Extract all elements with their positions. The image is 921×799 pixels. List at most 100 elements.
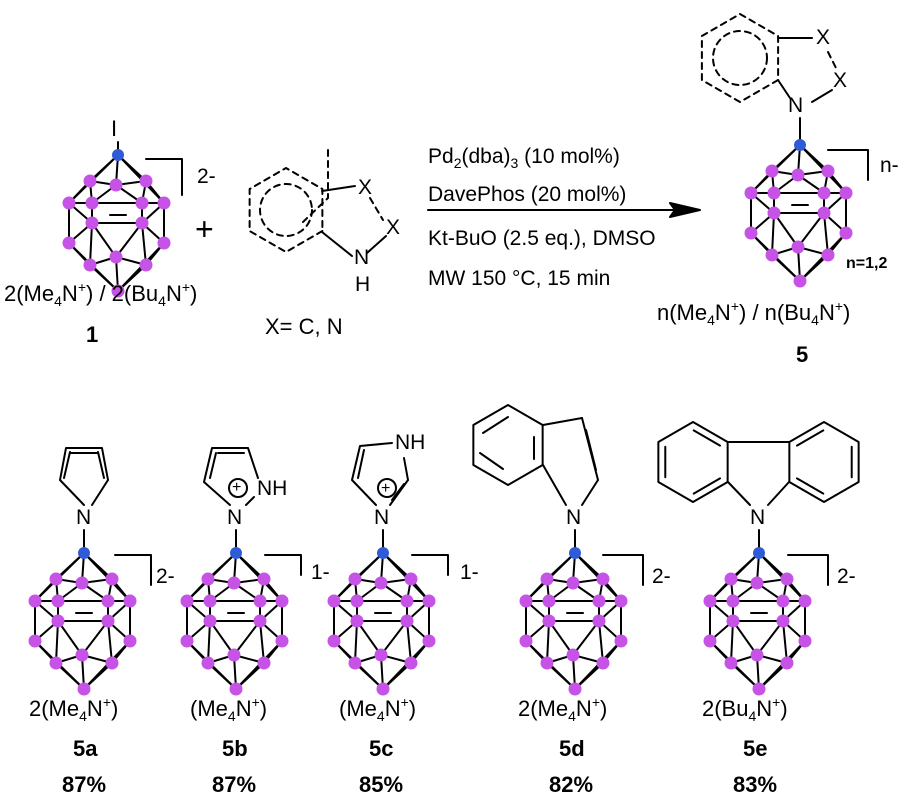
compound-5d-yield: 82% <box>549 772 593 797</box>
compound-5c-cage-edge <box>406 620 412 664</box>
compound-5e-carbon-vertex <box>753 547 765 559</box>
product-boron-vertex <box>839 186 853 200</box>
compound-5b-nh: NH <box>257 477 287 500</box>
reactant-boron-vertex <box>62 236 76 250</box>
compound-5b-boron-vertex <box>257 656 271 670</box>
reactant-boron-vertex <box>85 216 99 230</box>
compound-5b-boron-vertex <box>253 614 267 628</box>
compound-5b-cage-edge <box>209 620 235 656</box>
compound-5e-ring-bond <box>767 481 790 506</box>
reactant-cage-edge <box>115 222 143 258</box>
reactant-boron-vertex <box>83 174 97 188</box>
compound-5e-right-ring <box>788 421 860 503</box>
conditions-catalyst: Pd2(dba)3 (10 mol%) <box>428 145 620 171</box>
compound-5e-left-ring <box>657 421 729 503</box>
compound-5b-plus-circle <box>228 478 248 498</box>
compound-5c-boron-vertex <box>350 614 364 628</box>
conditions-ligand: DavePhos (20 mol%) <box>428 183 626 206</box>
compound-5b-boron-vertex <box>275 634 289 648</box>
product-boron-vertex <box>791 168 805 182</box>
compound-5a-boron-vertex <box>123 634 137 648</box>
reactant-boron-vertex <box>109 250 123 264</box>
product-ring-bond <box>811 89 833 103</box>
heterocycle-bond <box>321 231 353 257</box>
reactant-boron-vertex <box>135 216 149 230</box>
compound-5b-boron-vertex <box>275 594 289 608</box>
compound-5a-boron-vertex <box>75 648 89 662</box>
compound-5d-boron-vertex <box>542 614 556 628</box>
product-ring-bond <box>827 51 837 69</box>
compound-5e-boron-vertex <box>726 594 740 608</box>
product-boron-vertex <box>765 248 779 262</box>
product-boron-vertex <box>817 186 831 200</box>
compound-5d-double-bond <box>482 416 509 434</box>
compound-5d-boron-vertex <box>614 594 628 608</box>
heterocycle-aromatic-circle <box>259 183 313 237</box>
compound-5d-boron-vertex <box>596 572 610 586</box>
product-boron-vertex <box>817 206 831 220</box>
compound-5b-boron-vertex <box>229 682 243 696</box>
compound-5d-boron-vertex <box>519 634 533 648</box>
product-charge: n- <box>880 154 899 177</box>
compound-5c-bond <box>389 479 409 506</box>
compound-5c-boron-vertex <box>422 634 436 648</box>
compound-5e-boron-vertex <box>703 634 717 648</box>
compound-5d-counterion: 2(Me4N+) <box>518 694 607 724</box>
compound-5e-boron-vertex <box>780 656 794 670</box>
compound-5d-boron-vertex <box>592 614 606 628</box>
product-boron-vertex <box>791 240 805 254</box>
compound-5b-pyrazole <box>203 447 259 506</box>
compound-5e-counterion: 2(Bu4N+) <box>702 694 788 724</box>
compound-5a-pyrrole <box>59 447 109 506</box>
compound-5a-boron-vertex <box>49 572 63 586</box>
reactant-boron-vertex <box>83 258 97 272</box>
heterocycle-bond <box>366 235 387 254</box>
product-x1: X <box>816 26 830 49</box>
compound-5b-boron-vertex <box>227 648 241 662</box>
compound-5d-n: N <box>566 506 581 529</box>
compound-5a-double-bond <box>63 451 71 479</box>
compound-5e-boron-vertex <box>752 682 766 696</box>
compound-5b-counterion: (Me4N+) <box>190 694 267 724</box>
compound-5d-boron-vertex <box>596 656 610 670</box>
compound-5c-cage-edge <box>354 620 358 664</box>
compound-5b-boron-vertex <box>227 576 241 590</box>
reactant-boron-vertex <box>157 196 171 210</box>
compound-5a-boron-vertex <box>77 682 91 696</box>
compound-5d-boron-vertex <box>519 594 533 608</box>
product-ring-bond <box>777 79 791 99</box>
reactant-boron-vertex <box>85 196 99 210</box>
compound-5d-charge-bracket <box>602 554 644 586</box>
compound-5a-cage-edge <box>81 620 109 656</box>
compound-5a-charge-bracket <box>114 554 152 586</box>
compound-5c-boron-vertex <box>327 594 341 608</box>
product-cage-edge <box>823 212 829 256</box>
reactant-cage-edge <box>91 222 117 258</box>
heterocycle-bond <box>321 185 356 192</box>
compound-5c-boron-vertex <box>400 594 414 608</box>
compound-5d-boron-vertex <box>542 594 556 608</box>
compound-5c-plus: + <box>381 480 390 497</box>
compound-5d-ring-bond <box>542 417 583 426</box>
compound-5e-left-ring-double-bond <box>692 477 722 495</box>
compound-5b-carbon-vertex <box>230 547 242 559</box>
compound-5e-cage-edge <box>732 620 758 656</box>
compound-5a-carbon-vertex <box>78 547 90 559</box>
compound-5c-bond <box>403 457 409 481</box>
conditions-base: Kt-BuO (2.5 eq.), DMSO <box>428 227 656 250</box>
compound-5b-cage-edge <box>207 620 211 664</box>
compound-5a-n: N <box>76 506 91 529</box>
product-counterion: n(Me4N+) / n(Bu4N+) <box>657 298 850 328</box>
compound-5c-boron-vertex <box>348 656 362 670</box>
compound-5a-label: 5a <box>73 736 98 761</box>
compound-5c-charge-bracket <box>411 554 449 576</box>
heterocycle-benzo-ring <box>248 167 324 253</box>
compound-5e-boron-vertex <box>776 614 790 628</box>
heterocycle-nh: N <box>354 246 369 269</box>
compound-5d-boron-vertex <box>614 634 628 648</box>
compound-5b-label: 5b <box>222 736 248 761</box>
compound-5a-boron-vertex <box>28 634 42 648</box>
compound-5e-left-ring-double-bond <box>692 429 722 447</box>
reactant-boron-vertex <box>109 178 123 192</box>
